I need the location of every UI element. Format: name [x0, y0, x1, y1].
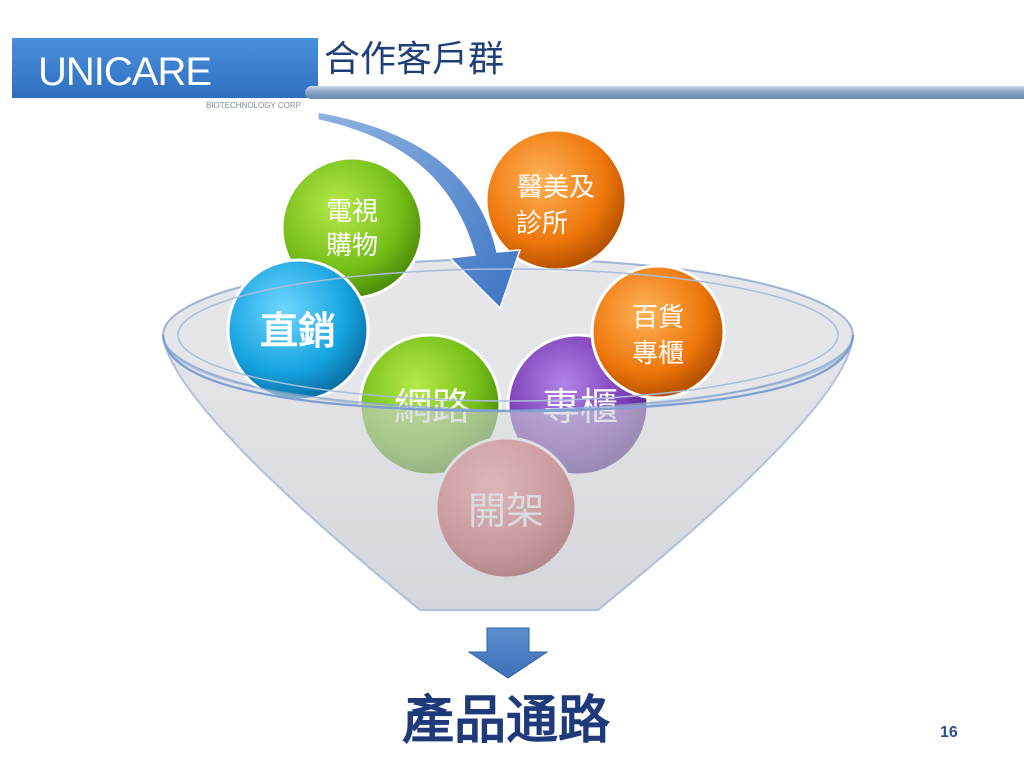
down-arrow [467, 627, 549, 679]
product-channel-label: 產品通路 [402, 691, 611, 751]
bubble-department-store-line1: 百貨 [632, 303, 684, 333]
curved-arrow [317, 111, 522, 310]
bubble-department-store-line2: 專櫃 [632, 339, 684, 369]
logo-subtitle: BIOTECHNOLOGY CORP [206, 101, 301, 110]
funnel-rim-inner [177, 268, 839, 402]
logo-banner [12, 38, 318, 98]
funnel-rim-front [161, 334, 855, 413]
bubble-direct-sales: 直銷 [226, 258, 370, 402]
slide-title: 合作客戶群 [324, 39, 505, 80]
bubble-direct-sales-label: 直銷 [260, 309, 336, 353]
bubble-department-store: 百貨 專櫃 [590, 264, 726, 400]
page-number: 16 [940, 724, 958, 741]
logo-text: UNICARE [38, 50, 212, 94]
bubble-tv-shopping-line1: 電視 [326, 197, 378, 227]
bubble-tv-shopping-line2: 購物 [326, 231, 378, 261]
bubble-clinic: 醫美及 診所 [484, 128, 628, 272]
title-divider [305, 86, 1024, 99]
bubble-clinic-line2: 診所 [516, 209, 568, 239]
bubble-clinic-line1: 醫美及 [517, 173, 595, 203]
